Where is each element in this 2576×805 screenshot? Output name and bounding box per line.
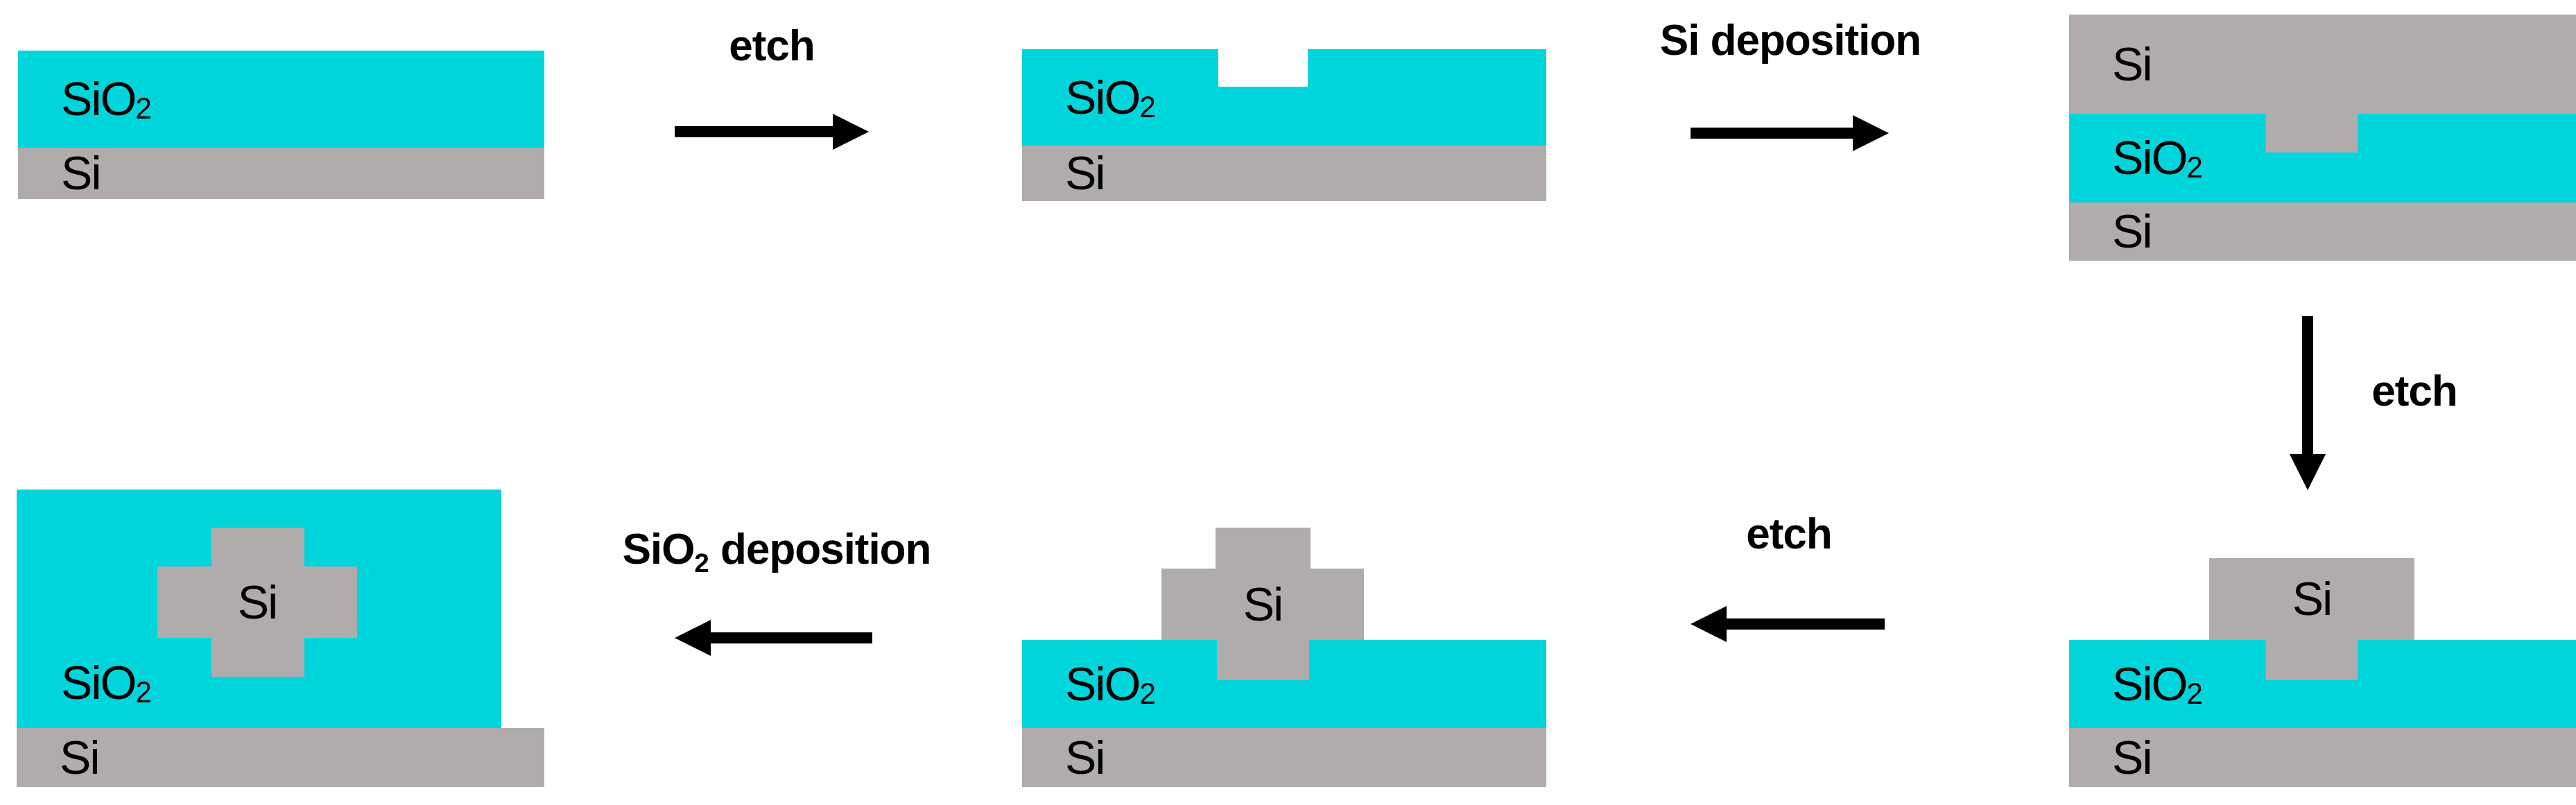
etch-step3-arrow: [2302, 316, 2313, 454]
si-label: Si: [60, 731, 100, 784]
deposited-si-layer: Si: [2069, 15, 2576, 114]
etch-step4-arrowhead-icon: [1691, 606, 1727, 642]
sio2-label: SiO2: [61, 73, 152, 125]
si-deposition-label: Si deposition: [1659, 17, 1921, 64]
si-deposition-arrowhead-icon: [1853, 115, 1889, 151]
sio2-deposition-label: SiO2 deposition: [622, 526, 932, 578]
si-label: Si: [1065, 147, 1105, 200]
etch-step3-label: etch: [2371, 367, 2457, 415]
sio2-label: SiO2: [61, 657, 152, 709]
sio2-deposition-arrowhead-icon: [675, 620, 711, 656]
si-cross-body: Si: [1161, 569, 1364, 640]
etch-step3-arrowhead-icon: [2290, 454, 2326, 490]
si-label: Si: [2112, 37, 2152, 91]
si-block: Si: [2209, 558, 2414, 640]
si-label: Si: [1243, 578, 1283, 631]
etch-step4-label: etch: [1746, 510, 1832, 558]
si-substrate-layer: Si: [2069, 202, 2576, 261]
etch-step4-arrow: [1727, 618, 1885, 630]
si-substrate-layer: Si: [1022, 146, 1546, 201]
etched-trench: [1218, 49, 1308, 87]
si-substrate-layer: Si: [17, 728, 544, 787]
si-label: Si: [1065, 731, 1105, 784]
si-label: Si: [2292, 573, 2333, 625]
si-substrate-layer: Si: [2069, 728, 2576, 787]
sio2-label-row: SiO2: [61, 659, 152, 707]
sio2-deposition-arrow: [711, 632, 872, 643]
si-cross-horizontal: Si: [157, 566, 357, 638]
si-plug: [2266, 114, 2358, 153]
si-substrate-layer: Si: [18, 148, 544, 199]
si-plug: [2266, 640, 2358, 680]
etch-step1-label: etch: [729, 22, 815, 70]
panel-si-deposited: Si SiO2 Si: [2069, 15, 2576, 261]
panel-si-etched-cross: SiO2 Si Si: [1022, 528, 1546, 787]
sio2-label: SiO2: [2112, 132, 2203, 184]
panel-initial-stack: SiO2 Si: [18, 51, 544, 199]
panel-si-etched-block: SiO2 Si Si: [2069, 558, 2576, 787]
panel-etched-oxide: SiO2 Si: [1022, 49, 1546, 201]
si-substrate-layer: Si: [1022, 728, 1546, 787]
etch-step1-arrowhead-icon: [833, 114, 869, 150]
si-cross-top: [1216, 528, 1311, 569]
si-label: Si: [2112, 205, 2152, 258]
panel-sio2-encapsulated: Si SiO2 Si: [17, 490, 544, 787]
sio2-label: SiO2: [2112, 657, 2203, 711]
si-label: Si: [61, 147, 101, 200]
si-deposition-arrow: [1691, 128, 1853, 139]
si-label: Si: [237, 575, 278, 629]
sio2-layer: SiO2: [18, 51, 544, 148]
si-label: Si: [2112, 731, 2152, 784]
si-plug: [1217, 640, 1309, 680]
sio2-label: SiO2: [1065, 71, 1156, 124]
sio2-label: SiO2: [1065, 657, 1156, 711]
etch-step1-arrow: [675, 126, 833, 137]
